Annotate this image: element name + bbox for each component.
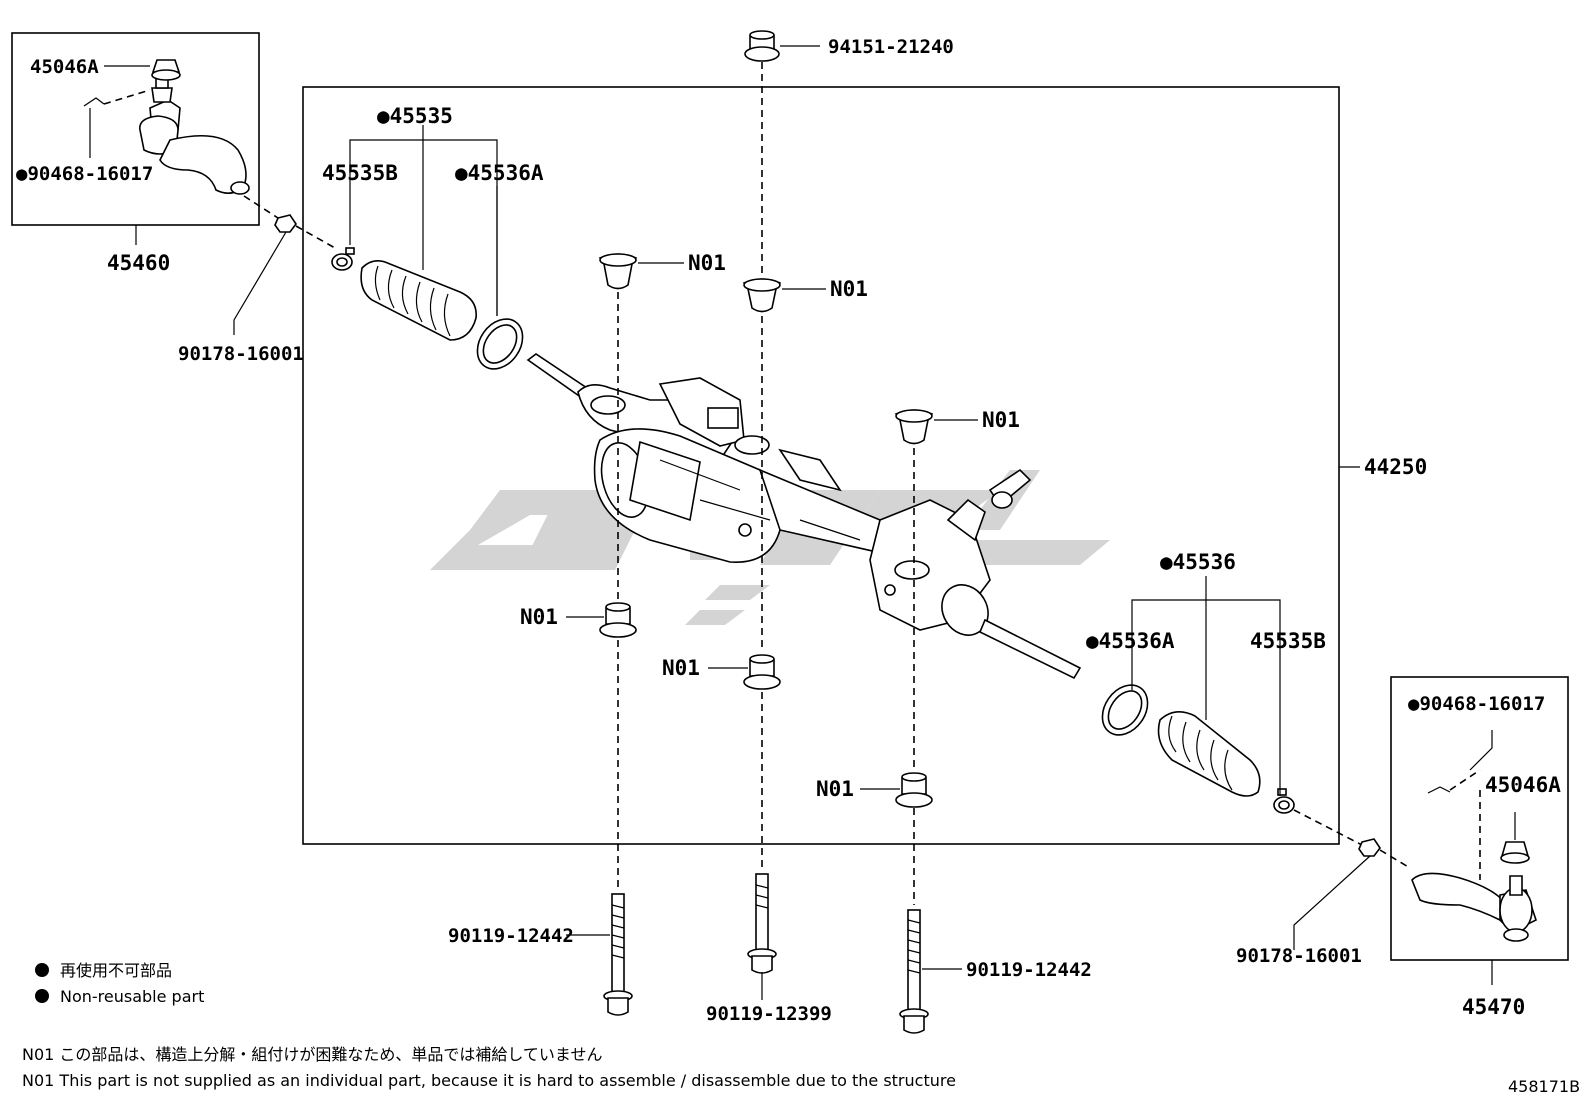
bolt-90119-12442-left: [603, 893, 633, 1016]
label-45535B-bottom: 45535B: [1250, 629, 1326, 653]
steering-gear-housing: [526, 353, 1082, 680]
note-en: N01 This part is not supplied as an indi…: [22, 1071, 956, 1090]
label-n01-1: N01: [688, 251, 726, 275]
tie-rod-end-right: [1411, 872, 1537, 942]
label-45535B-top: 45535B: [322, 161, 398, 185]
bushing-n01-top-center: [742, 278, 782, 313]
nut-94151-21240: [744, 30, 780, 62]
legend-en: Non-reusable part: [60, 987, 204, 1006]
tie-rod-end-left: [139, 77, 250, 195]
label-90468-16017-left: ●90468-16017: [16, 163, 153, 185]
leader-90178-right: [1293, 855, 1371, 950]
label-n01-5: N01: [662, 656, 700, 680]
label-n01-2: N01: [830, 277, 868, 301]
castle-nut-45046A-right: [1500, 841, 1530, 864]
axis-right-clip-to-nut: [1293, 809, 1363, 846]
clamp-ring-45536A-left: [476, 318, 524, 370]
boot-45535-left: [360, 260, 477, 341]
tie-rod-end-box-right: [1390, 676, 1569, 961]
boot-45536-right: [1157, 711, 1261, 797]
legend-bullet-jp: [35, 963, 49, 977]
boot-clamp-45535B-right: [1273, 788, 1295, 814]
label-94151-21240: 94151-21240: [828, 36, 954, 58]
lock-nut-90178-left: [274, 214, 297, 233]
bushing-n01-bottom-center: [743, 654, 781, 690]
clamp-ring-45536A-right: [1101, 684, 1149, 736]
label-90178-16001-left: 90178-16001: [178, 343, 304, 365]
label-n01-4: N01: [520, 605, 558, 629]
bushing-n01-bottom-right: [895, 772, 933, 808]
assembly-frame-44250: [302, 86, 1340, 845]
bushing-n01-top-right: [894, 409, 934, 445]
boot-clamp-45535B-left: [331, 247, 355, 271]
lock-nut-90178-right: [1358, 838, 1381, 857]
label-n01-6: N01: [816, 777, 854, 801]
diagram-id: 458171B: [1508, 1077, 1580, 1096]
axis-left-tierod: [243, 195, 279, 219]
label-90178-16001-right: 90178-16001: [1236, 945, 1362, 967]
cotter-pin-right: [1427, 769, 1481, 880]
bushing-n01-bottom-left: [599, 602, 637, 638]
label-90468-16017-right: ●90468-16017: [1408, 693, 1545, 715]
label-90119-12442-right: 90119-12442: [966, 959, 1092, 981]
axis-right-nut-to-tierod: [1379, 849, 1411, 869]
bolt-90119-12442-right: [899, 909, 929, 1034]
legend-bullet-en: [35, 989, 49, 1003]
cotter-pin-left: [83, 89, 151, 107]
label-44250: 44250: [1364, 455, 1427, 479]
label-90119-12442-left: 90119-12442: [448, 925, 574, 947]
leader-90178-left: [233, 231, 287, 335]
label-45046A-left: 45046A: [30, 56, 99, 78]
bolt-90119-12399: [747, 873, 777, 974]
label-n01-3: N01: [982, 408, 1020, 432]
note-jp: N01 この部品は、構造上分解・組付けが困難なため、単品では補給していません: [22, 1045, 602, 1064]
label-45535: ●45535: [377, 104, 453, 128]
legend-jp: 再使用不可部品: [60, 961, 172, 980]
label-45536: ●45536: [1160, 550, 1236, 574]
bushing-n01-top-left: [598, 253, 638, 290]
label-90119-12399: 90119-12399: [706, 1003, 832, 1025]
axis-left-nut-to-clip: [295, 225, 336, 249]
label-45460: 45460: [107, 251, 170, 275]
label-45536A-bottom: ●45536A: [1086, 629, 1175, 653]
label-45470: 45470: [1462, 995, 1525, 1019]
label-45046A-right: 45046A: [1485, 773, 1561, 797]
castle-nut-45046A-left: [151, 59, 181, 81]
label-45536A-top: ●45536A: [455, 161, 544, 185]
leader-90468-right: [1469, 730, 1493, 771]
